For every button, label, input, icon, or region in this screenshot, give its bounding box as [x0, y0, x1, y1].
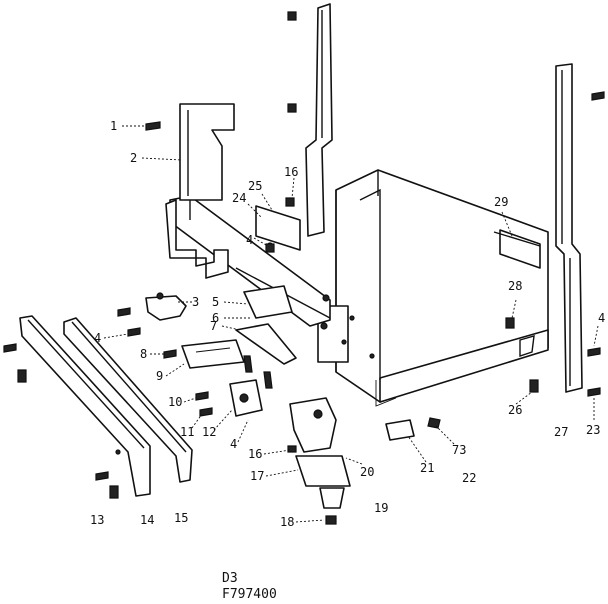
callout-4: 4 [598, 311, 605, 325]
callout-18: 18 [280, 515, 294, 529]
callout-5: 5 [212, 295, 219, 309]
callout-73: 73 [452, 443, 466, 457]
center-rear-post [305, 3, 333, 237]
callout-26: 26 [508, 403, 522, 417]
callout-16: 16 [248, 447, 262, 461]
callout-19: 19 [374, 501, 388, 515]
callout-11: 11 [180, 425, 194, 439]
bracket-17 [295, 455, 351, 487]
callout-labels: 1 2 3 4 4 4 4 5 6 7 8 9 10 11 12 13 14 1… [90, 119, 605, 529]
bracket-24 [255, 205, 301, 251]
callout-21: 21 [420, 461, 434, 475]
callout-24: 24 [232, 191, 246, 205]
callout-13: 13 [90, 513, 104, 527]
callout-28: 28 [508, 279, 522, 293]
callout-16: 16 [284, 165, 298, 179]
callout-12: 12 [202, 425, 216, 439]
callout-23: 23 [586, 423, 600, 437]
bracket-7 [235, 323, 297, 365]
callout-15: 15 [174, 511, 188, 525]
callout-4: 4 [230, 437, 237, 451]
callout-3: 3 [192, 295, 199, 309]
diagram-model-number: F797400 [222, 587, 277, 602]
clip-21 [385, 419, 415, 441]
callout-25: 25 [248, 179, 262, 193]
callout-22: 22 [462, 471, 476, 485]
callout-20: 20 [360, 465, 374, 479]
diagram-section-label: D3 [222, 571, 238, 586]
callout-8: 8 [140, 347, 147, 361]
left-side-bracket [179, 103, 235, 201]
hinge-12 [229, 379, 263, 417]
callout-4: 4 [246, 233, 253, 247]
callout-6: 6 [212, 311, 219, 325]
cabinet-frame [317, 169, 549, 407]
latch-assembly [289, 397, 337, 453]
hinge-plate-9 [181, 339, 245, 369]
leader-lines [103, 125, 599, 523]
bracket-29 [493, 229, 541, 269]
callout-7: 7 [210, 319, 217, 333]
right-rear-post [555, 63, 583, 393]
part-19 [319, 487, 345, 509]
callout-9: 9 [156, 369, 163, 383]
callout-29: 29 [494, 195, 508, 209]
kick-plate [19, 315, 151, 497]
callout-27: 27 [554, 425, 568, 439]
screw-icons [3, 11, 605, 525]
callout-17: 17 [250, 469, 264, 483]
support-bracket-5 [243, 285, 293, 319]
callout-2: 2 [130, 151, 137, 165]
callout-4: 4 [94, 331, 101, 345]
front-crossmember [165, 195, 331, 327]
callout-14: 14 [140, 513, 154, 527]
toe-rail [63, 317, 193, 483]
callout-1: 1 [110, 119, 117, 133]
bracket-3 [145, 292, 187, 321]
callout-10: 10 [168, 395, 182, 409]
